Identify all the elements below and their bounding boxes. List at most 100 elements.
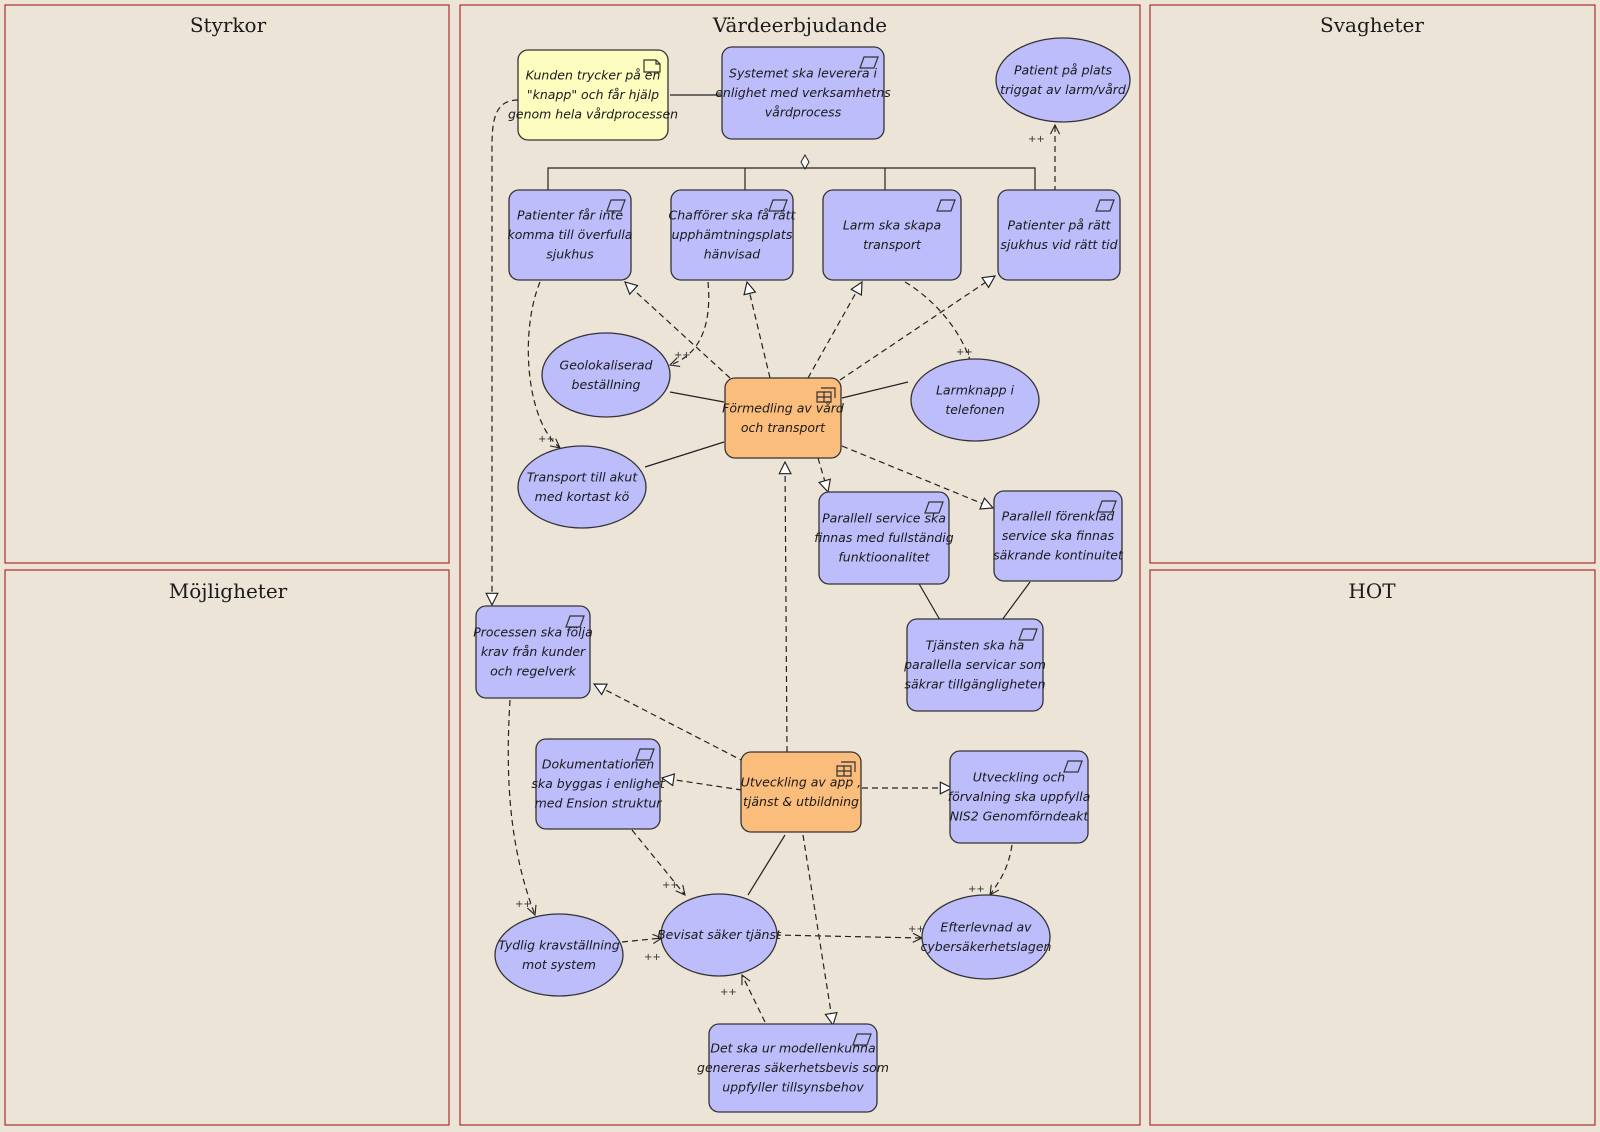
node-label-line: Chafförer ska få rätt <box>669 208 797 223</box>
node-label-line: telefonen <box>945 402 1004 417</box>
node-label-line: krav från kunder <box>481 644 586 659</box>
frame-threats <box>1149 569 1596 1126</box>
node-shape <box>660 893 778 977</box>
parallelogram-icon <box>1063 760 1083 773</box>
aggregation-edge <box>993 581 1031 633</box>
node-label-line: Utveckling av app , <box>741 774 862 789</box>
node-label-line: Transport till akut <box>527 469 639 484</box>
node-label-line: och regelverk <box>490 664 577 679</box>
node-bevisat[interactable]: Bevisat säker tjänst <box>657 893 782 977</box>
realization-edge <box>817 457 828 492</box>
parallelogram-icon <box>1097 500 1117 513</box>
node-label-line: hänvisad <box>704 247 761 262</box>
folded-note-icon <box>643 59 661 73</box>
node-utveckling-app[interactable]: Utveckling av app ,tjänst & utbildning <box>740 751 862 833</box>
grid-icon <box>816 387 836 403</box>
influence-label: ++ <box>908 924 925 935</box>
node-label-line: uppfyller tillsynsbehov <box>722 1080 864 1095</box>
node-label-line: vårdprocess <box>765 105 842 120</box>
node-chaufforen[interactable]: Chafförer ska få rättupphämtningsplatshä… <box>669 189 797 281</box>
parallelogram-icon <box>924 501 944 514</box>
node-kunden[interactable]: Kunden trycker på en "knapp" och får hjäl… <box>508 49 678 141</box>
node-shape <box>670 189 794 281</box>
influence-label: ++ <box>538 434 555 445</box>
node-label-line: med kortast kö <box>535 489 630 504</box>
node-utveckling-nis2[interactable]: Utveckling och förvalning ska uppfyllaNIS… <box>948 750 1091 844</box>
node-shape <box>921 894 1051 980</box>
node-shape <box>822 189 962 281</box>
node-shape <box>740 751 862 833</box>
node-label-line: förvalning ska uppfylla <box>948 789 1091 804</box>
node-label-line: parallella servicar som <box>903 657 1046 672</box>
node-label-line: Larmknapp i <box>936 382 1015 397</box>
node-label-line: Bevisat säker tjänst <box>657 927 782 942</box>
node-label-line: Utveckling och <box>973 770 1066 785</box>
node-label-line: service ska finnas <box>1002 528 1115 543</box>
frame-opportunities <box>4 569 450 1126</box>
node-transport-akut[interactable]: Transport till akut med kortast kö <box>517 445 647 529</box>
frame-title-weaknesses: Svagheter <box>1320 13 1424 37</box>
node-label-line: Systemet ska leverera i <box>729 66 877 81</box>
influence-label: ++ <box>515 899 532 910</box>
realization-edge <box>802 834 833 1025</box>
influence-label: ++ <box>674 350 691 361</box>
aggregation-edge <box>547 153 810 192</box>
frame-value-proposition <box>459 4 1141 1126</box>
influence-label: ++ <box>644 952 661 963</box>
association-edge <box>644 441 725 468</box>
node-shape <box>906 618 1044 712</box>
node-label-line: Larm ska skapa <box>843 217 941 232</box>
influence-label: ++ <box>1028 134 1045 145</box>
node-label-line: komma till överfulla <box>508 227 633 242</box>
realization-edge <box>839 276 995 381</box>
association-edge <box>669 391 725 403</box>
parallelogram-icon <box>635 748 655 761</box>
influence-label: ++ <box>720 987 737 998</box>
node-label-line: "knapp" och får hjälp <box>527 87 659 102</box>
parallelogram-icon <box>606 199 626 212</box>
node-label-line: Tydlig kravställning <box>498 937 620 952</box>
node-shape <box>475 605 591 699</box>
influence-edge <box>990 844 1013 895</box>
node-label-line: enlighet med verksamhetns <box>715 85 891 100</box>
node-systemet[interactable]: Systemet ska leverera i enlighet med verk… <box>715 46 891 140</box>
frame-title-threats: HOT <box>1348 579 1396 603</box>
node-shape <box>508 189 632 281</box>
influence-labels: ++ ++ ++ ++ ++ ++ ++ ++ ++ ++ <box>515 134 1045 998</box>
node-label-line: funktioonalitet <box>838 550 930 565</box>
realization-edge <box>625 282 731 379</box>
node-label-line: Patienter får inte <box>517 208 623 223</box>
influence-label: ++ <box>662 880 679 891</box>
node-larmknapp[interactable]: Larmknapp i telefonen <box>910 358 1040 442</box>
node-label-line: Tjänsten ska ha <box>926 638 1025 653</box>
node-label-line: Patient på plats <box>1014 62 1113 77</box>
node-label-line: Parallell förenklad <box>1002 509 1115 524</box>
influence-edge <box>670 281 710 365</box>
node-label-line: Kunden trycker på en <box>526 68 661 83</box>
node-shape <box>724 377 842 459</box>
node-overfulla[interactable]: Patienter får inte komma till överfulla sj… <box>508 189 633 281</box>
node-label-line: genereras säkerhetsbevis som <box>697 1060 889 1075</box>
realization-edge <box>841 445 993 508</box>
influence-label: ++ <box>968 884 985 895</box>
edges <box>492 94 1055 1025</box>
influence-edge <box>527 281 560 448</box>
node-label-line: Dokumentationen <box>542 757 654 772</box>
node-label-line: NIS2 Genomförndeakt <box>950 809 1090 824</box>
node-label-line: sjukhus <box>546 247 594 262</box>
node-shape <box>910 358 1040 442</box>
influence-edge <box>507 699 535 915</box>
